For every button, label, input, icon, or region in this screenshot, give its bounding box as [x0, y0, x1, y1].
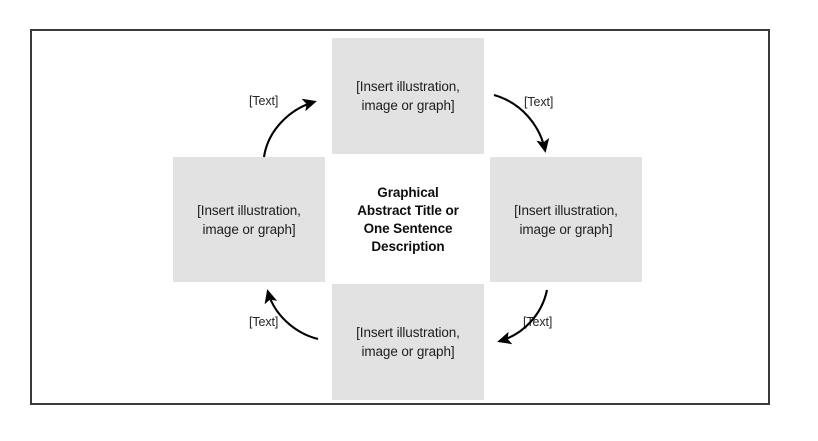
arrow-label-top-right: [Text] [524, 95, 554, 109]
placeholder-box-right[interactable]: [Insert illustration, image or graph] [490, 157, 642, 282]
center-title-text: Graphical Abstract Title or One Sentence… [357, 184, 459, 254]
placeholder-box-bottom-label: [Insert illustration, image or graph] [356, 325, 460, 359]
placeholder-box-top[interactable]: [Insert illustration, image or graph] [332, 38, 484, 154]
arrow-label-bottom-right: [Text] [523, 315, 553, 329]
diagram-frame: [Insert illustration, image or graph] [I… [30, 29, 770, 405]
placeholder-box-right-label: [Insert illustration, image or graph] [514, 202, 618, 237]
arrow-label-bottom-left: [Text] [249, 315, 279, 329]
center-title[interactable]: Graphical Abstract Title or One Sentence… [332, 162, 484, 277]
arrow-label-top-left: [Text] [249, 94, 279, 108]
placeholder-box-top-label: [Insert illustration, image or graph] [356, 79, 460, 113]
placeholder-box-left-label: [Insert illustration, image or graph] [197, 202, 301, 237]
placeholder-box-bottom[interactable]: [Insert illustration, image or graph] [332, 284, 484, 400]
placeholder-box-left[interactable]: [Insert illustration, image or graph] [173, 157, 325, 282]
